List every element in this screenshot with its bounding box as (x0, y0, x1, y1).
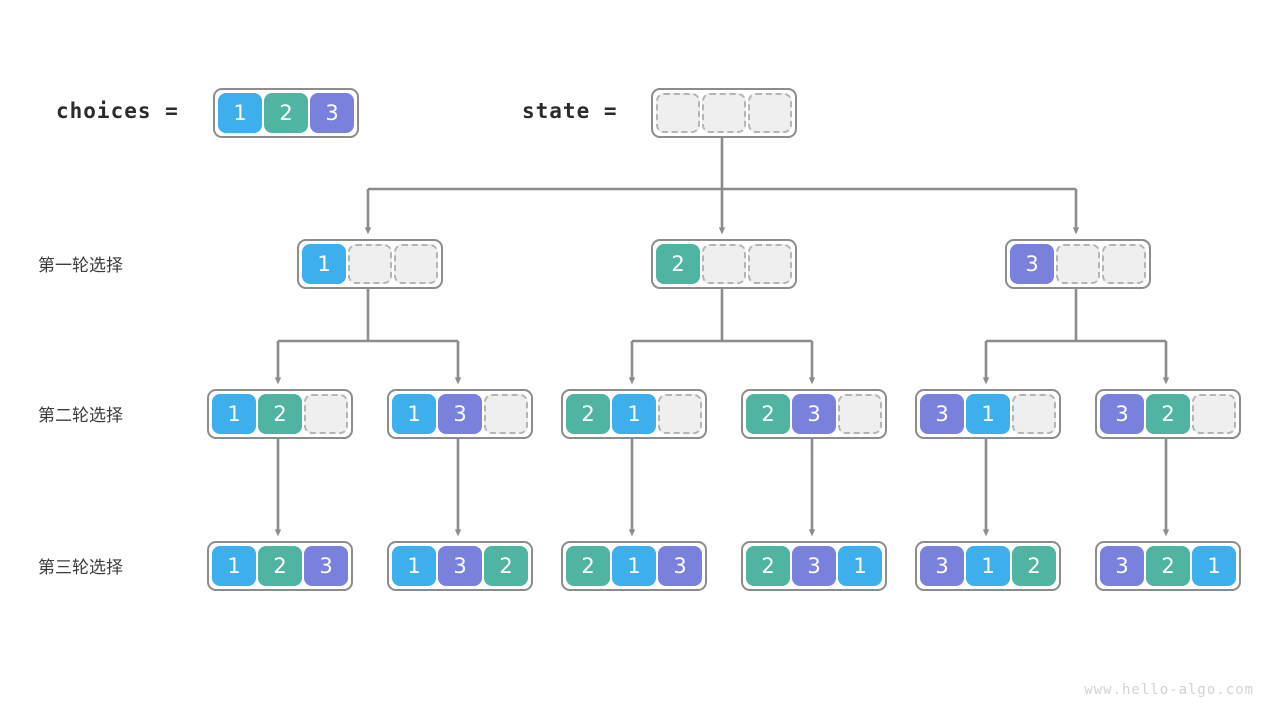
tree-node-l3-3-cell-0: 2 (746, 546, 790, 586)
tree-node-l2-2-cell-1: 1 (612, 394, 656, 434)
tree-node-l3-5-cell-0: 3 (1100, 546, 1144, 586)
tree-node-l2-5-cell-2 (1192, 394, 1236, 434)
choices-label: choices = (56, 99, 179, 123)
tree-node-l3-2-cell-1: 1 (612, 546, 656, 586)
tree-node-l3-2-cell-2: 3 (658, 546, 702, 586)
tree-node-l3-3-cell-1: 3 (792, 546, 836, 586)
tree-node-l1-1-cell-2 (748, 244, 792, 284)
tree-node-l2-3-cell-0: 2 (746, 394, 790, 434)
state-cell-1 (702, 93, 746, 133)
tree-node-l1-1: 2 (651, 239, 797, 289)
tree-node-l2-1-cell-2 (484, 394, 528, 434)
tree-node-l2-1-cell-0: 1 (392, 394, 436, 434)
tree-node-l3-0-cell-2: 3 (304, 546, 348, 586)
choices-cell-1: 2 (264, 93, 308, 133)
tree-node-l1-1-cell-1 (702, 244, 746, 284)
row-label-round-3: 第三轮选择 (38, 558, 123, 578)
tree-node-l3-4-cell-0: 3 (920, 546, 964, 586)
tree-node-l3-1-cell-2: 2 (484, 546, 528, 586)
tree-node-l2-2-cell-0: 2 (566, 394, 610, 434)
row-label-round-2: 第二轮选择 (38, 406, 123, 426)
tree-node-l1-0-cell-2 (394, 244, 438, 284)
tree-node-l3-0-cell-1: 2 (258, 546, 302, 586)
tree-node-l1-2-cell-2 (1102, 244, 1146, 284)
tree-node-l3-1-cell-0: 1 (392, 546, 436, 586)
tree-node-l3-2-cell-0: 2 (566, 546, 610, 586)
tree-node-l2-0-cell-2 (304, 394, 348, 434)
tree-node-l1-0-cell-1 (348, 244, 392, 284)
tree-node-l2-5-cell-1: 2 (1146, 394, 1190, 434)
tree-node-l2-4-cell-1: 1 (966, 394, 1010, 434)
tree-node-l3-4-cell-2: 2 (1012, 546, 1056, 586)
tree-node-l3-1-cell-1: 3 (438, 546, 482, 586)
tree-node-l2-4-cell-2 (1012, 394, 1056, 434)
tree-node-l1-1-cell-0: 2 (656, 244, 700, 284)
choices-cell-0: 1 (218, 93, 262, 133)
state-cell-0 (656, 93, 700, 133)
state-cell-2 (748, 93, 792, 133)
tree-node-l2-0-cell-0: 1 (212, 394, 256, 434)
tree-node-l3-0-cell-0: 1 (212, 546, 256, 586)
tree-node-l3-5-cell-2: 1 (1192, 546, 1236, 586)
tree-node-l1-2: 3 (1005, 239, 1151, 289)
tree-node-l1-0: 1 (297, 239, 443, 289)
tree-node-l2-5-cell-0: 3 (1100, 394, 1144, 434)
tree-node-l1-0-cell-0: 1 (302, 244, 346, 284)
tree-node-l2-1-cell-1: 3 (438, 394, 482, 434)
tree-node-l3-4-cell-1: 1 (966, 546, 1010, 586)
state-label: state = (522, 99, 618, 123)
tree-node-l3-5-cell-1: 2 (1146, 546, 1190, 586)
tree-node-l2-4-cell-0: 3 (920, 394, 964, 434)
tree-node-l2-3-cell-2 (838, 394, 882, 434)
site-watermark: www.hello-algo.com (1084, 682, 1254, 698)
tree-node-l1-2-cell-1 (1056, 244, 1100, 284)
state-array (651, 88, 797, 138)
tree-node-l2-3-cell-1: 3 (792, 394, 836, 434)
tree-node-l2-2-cell-2 (658, 394, 702, 434)
tree-node-l1-2-cell-0: 3 (1010, 244, 1054, 284)
tree-node-l3-3-cell-2: 1 (838, 546, 882, 586)
choices-cell-2: 3 (310, 93, 354, 133)
row-label-round-1: 第一轮选择 (38, 256, 123, 276)
tree-node-l2-0-cell-1: 2 (258, 394, 302, 434)
